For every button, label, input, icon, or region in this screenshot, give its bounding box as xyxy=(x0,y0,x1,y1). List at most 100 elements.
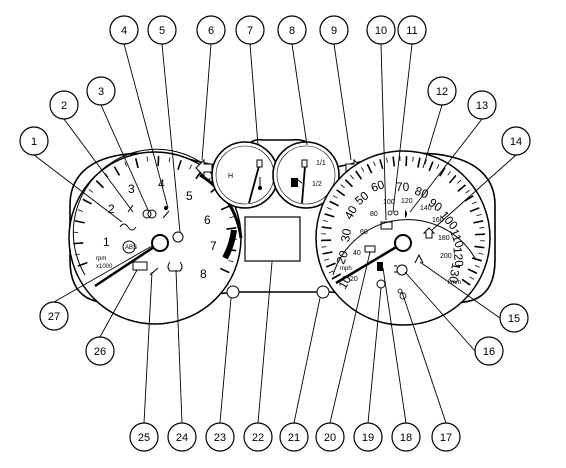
callout-24: 24 xyxy=(167,422,197,452)
callout-1: 1 xyxy=(19,126,49,156)
leader-line xyxy=(161,43,181,233)
leader-line xyxy=(100,104,149,211)
leader-line xyxy=(175,269,183,424)
speed-mph-tick-130: 130 xyxy=(446,262,463,284)
gauge-tick xyxy=(332,195,338,199)
svg-text:17: 17 xyxy=(440,432,452,444)
leader-line xyxy=(99,269,138,338)
tach-tick-1: 1 xyxy=(103,235,110,249)
callout-20: 20 xyxy=(315,422,345,452)
low-fuel-icon xyxy=(377,262,383,271)
gauge-tick xyxy=(226,227,237,230)
callout-23: 23 xyxy=(205,422,235,452)
leader-line xyxy=(257,261,273,424)
gauge-tick xyxy=(366,163,373,174)
gauge-tick xyxy=(465,189,470,194)
gauge-tick xyxy=(336,189,346,197)
leader-line xyxy=(380,43,387,221)
fuel-gauge: 1/1 1/2 xyxy=(272,141,340,209)
svg-text:24: 24 xyxy=(176,432,188,444)
tach-tick-3: 3 xyxy=(128,182,135,196)
tire-pressure-icon xyxy=(167,261,183,272)
gauge-tick xyxy=(340,184,345,189)
leader-line xyxy=(329,251,371,424)
callout-22: 22 xyxy=(243,422,273,452)
gauge-tick xyxy=(124,161,128,167)
speedometer: 10 20 30 40 50 60 70 80 90 100 110 120 1… xyxy=(315,150,491,326)
leader-line xyxy=(401,291,447,424)
speed-secondary-unit: km/h xyxy=(448,280,461,286)
traction-control-icon xyxy=(414,253,424,264)
svg-text:4: 4 xyxy=(121,25,127,37)
speed-mph-tick-120: 120 xyxy=(450,246,466,267)
callout-26: 26 xyxy=(85,336,115,366)
tach-tick-5: 5 xyxy=(186,189,193,203)
callout-27: 27 xyxy=(39,301,69,331)
gauge-tick xyxy=(77,209,83,212)
speed-mph-tick-70: 70 xyxy=(396,180,410,194)
gauge-tick xyxy=(479,227,485,229)
callout-15: 15 xyxy=(499,303,529,333)
svg-text:18: 18 xyxy=(400,432,412,444)
gauge-tick xyxy=(177,160,182,171)
temp-high-label: H xyxy=(228,173,233,180)
callout-13: 13 xyxy=(467,90,497,120)
gauge-tick xyxy=(74,253,80,256)
gauge-tick xyxy=(476,213,482,217)
gauge-tick xyxy=(73,242,84,245)
callout-17: 17 xyxy=(431,422,461,452)
left-turn-indicator-icon xyxy=(195,158,213,178)
svg-text:1: 1 xyxy=(31,136,37,148)
fuel-pump-icon xyxy=(291,178,303,187)
gauge-tick xyxy=(436,164,440,170)
speed-mph-tick-30: 30 xyxy=(338,227,354,243)
gauge-tick xyxy=(324,213,335,218)
speedometer-trip-button[interactable] xyxy=(316,285,330,299)
glow-plug-icon xyxy=(119,223,137,231)
leader-line xyxy=(382,267,407,424)
gauge-tick xyxy=(95,180,105,189)
gauge-tick xyxy=(321,246,327,248)
speed-kmh-tick-20: 20 xyxy=(350,276,358,283)
gauge-tick xyxy=(373,161,376,167)
speed-kmh-tick-60: 60 xyxy=(360,229,368,236)
tach-needle-hub xyxy=(151,234,169,252)
tachometer: 1 2 3 4 5 6 7 8 rpm x1000 ABS xyxy=(68,148,243,325)
gauge-tick xyxy=(329,200,339,207)
svg-text:22: 22 xyxy=(252,432,264,444)
callout-6: 6 xyxy=(196,15,226,45)
svg-text:25: 25 xyxy=(138,432,150,444)
gauge-tick xyxy=(88,189,94,193)
tach-unit-scale: x1000 xyxy=(96,264,113,270)
leader-line xyxy=(404,271,476,352)
svg-text:9: 9 xyxy=(331,25,337,37)
speed-kmh-tick-80: 80 xyxy=(370,211,378,218)
leader-line xyxy=(419,261,501,319)
engine-warning-icon xyxy=(132,261,148,271)
gauge-tick xyxy=(322,251,333,255)
gauge-tick xyxy=(328,270,334,274)
gauge-tick xyxy=(457,179,462,184)
svg-text:8: 8 xyxy=(289,25,295,37)
gauge-tick xyxy=(74,219,85,224)
callout-4: 4 xyxy=(109,15,139,45)
callout-25: 25 xyxy=(129,422,159,452)
gauge-tick xyxy=(104,172,109,178)
tachometer-trip-button[interactable] xyxy=(226,285,240,299)
tach-unit-label: rpm xyxy=(96,256,106,262)
fuel-full-label: 1/1 xyxy=(316,160,326,167)
gauge-tick xyxy=(361,167,365,172)
gauge-tick xyxy=(448,174,457,184)
gauge-tick xyxy=(467,268,478,275)
sidelamps-icon xyxy=(387,210,399,216)
svg-text:13: 13 xyxy=(476,100,488,112)
leader-line xyxy=(63,118,134,213)
svg-text:2: 2 xyxy=(61,100,67,112)
speed-mph-tick-60: 60 xyxy=(369,177,387,195)
gauge-tick xyxy=(344,179,354,188)
speed-kmh-tick-200: 200 xyxy=(440,253,452,260)
gauge-tick xyxy=(461,278,471,286)
speed-kmh-tick-180: 180 xyxy=(438,235,450,242)
gauge-tick xyxy=(326,207,332,210)
